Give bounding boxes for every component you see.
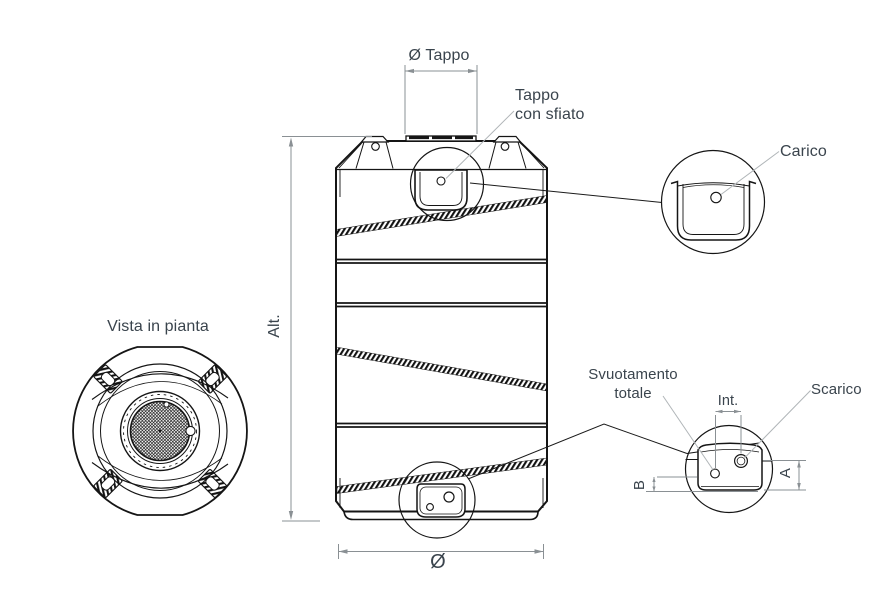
cap-opening-inner bbox=[419, 172, 463, 206]
carico-rim-inner bbox=[682, 184, 745, 188]
dim-b bbox=[646, 476, 758, 492]
plan-cap-center-dot bbox=[158, 429, 162, 433]
leader-tappo-con-sfiato bbox=[445, 110, 515, 179]
total-drain-label: Svuotamento totale bbox=[588, 366, 678, 402]
plan-ring-inner bbox=[100, 371, 220, 491]
cap-opening-outer bbox=[414, 170, 468, 211]
drain-circle bbox=[684, 424, 774, 514]
dimensions bbox=[282, 65, 806, 559]
plan-view-title: Vista in pianta bbox=[107, 318, 209, 335]
dim-int bbox=[715, 409, 742, 468]
drain-hole-large-front bbox=[443, 491, 455, 503]
carico-circle bbox=[660, 149, 766, 255]
shoulder-inner-lines bbox=[338, 143, 545, 508]
dim-diameter bbox=[338, 544, 544, 559]
plan-lug-nw bbox=[93, 364, 123, 394]
plan-lug-ne bbox=[198, 364, 227, 394]
drain-hole-large-inner bbox=[736, 456, 746, 466]
leader-svuotamento-totale bbox=[662, 395, 714, 471]
fill-inlet-label: Carico bbox=[780, 143, 827, 160]
drain-panel-inner-top bbox=[700, 449, 760, 453]
drain-hole-small bbox=[710, 468, 720, 479]
plan-spiral-arc-bottom-inner bbox=[97, 455, 223, 481]
plan-view-drawing bbox=[72, 346, 248, 516]
plan-lug-se bbox=[198, 469, 227, 498]
plan-outer-profile bbox=[72, 346, 248, 516]
plan-lug-sw bbox=[93, 469, 123, 498]
body-groove-lines bbox=[336, 258, 547, 428]
label-leaders bbox=[445, 110, 811, 471]
drain-detail-circle-front bbox=[398, 461, 476, 539]
plan-vent-hole bbox=[163, 401, 170, 408]
drain-panel-front-inner bbox=[419, 486, 463, 515]
carico-rim bbox=[677, 182, 750, 187]
cap-with-vent-label: Tappo con sfiato bbox=[515, 87, 585, 123]
cap-vent-hole bbox=[436, 176, 446, 186]
drain-hole-small-front bbox=[426, 503, 434, 511]
plan-neck-threads bbox=[123, 394, 197, 468]
dim-cap-diameter bbox=[404, 65, 478, 134]
tank-base bbox=[343, 511, 539, 521]
carico-vessel-outer bbox=[670, 180, 757, 241]
cap-diameter-label: Ø Tappo bbox=[408, 47, 470, 64]
height-dim-label: Alt. bbox=[266, 314, 283, 338]
interaxis-dim-label: Int. bbox=[717, 393, 739, 409]
plan-cap-knob bbox=[185, 425, 196, 437]
dim-b-label: B bbox=[631, 479, 648, 491]
carico-detail-circle bbox=[660, 149, 766, 255]
connector-cap-to-carico bbox=[469, 182, 663, 203]
lug-left-hole bbox=[371, 142, 380, 151]
connector-drain-to-detail bbox=[467, 423, 688, 480]
plan-neck-outer bbox=[119, 390, 201, 472]
leader-carico bbox=[720, 151, 780, 195]
rib-band-3 bbox=[336, 457, 548, 494]
drain-panel-front bbox=[416, 483, 466, 518]
carico-hole bbox=[710, 191, 722, 204]
rib-band-2 bbox=[335, 346, 548, 392]
dim-a-label: A bbox=[777, 467, 794, 479]
carico-vessel-inner bbox=[682, 184, 745, 235]
plan-spiral-arc-top-inner bbox=[97, 381, 223, 407]
dim-a bbox=[764, 460, 806, 491]
lug-right-hole bbox=[500, 142, 510, 151]
front-view-drawing bbox=[335, 135, 548, 539]
drain-detail-circle bbox=[684, 424, 774, 514]
drain-outlet-label: Scarico bbox=[811, 381, 862, 398]
leader-scarico bbox=[744, 390, 811, 459]
detail-connectors bbox=[467, 182, 688, 480]
tank-outline bbox=[335, 140, 548, 513]
lug-left bbox=[355, 135, 394, 169]
rib-band-1 bbox=[335, 195, 548, 237]
diameter-dim-label: Ø bbox=[430, 551, 446, 573]
lug-right bbox=[488, 135, 527, 169]
dim-height bbox=[282, 136, 372, 522]
plan-ring-outer bbox=[92, 363, 228, 499]
drain-hole-large bbox=[733, 454, 748, 469]
